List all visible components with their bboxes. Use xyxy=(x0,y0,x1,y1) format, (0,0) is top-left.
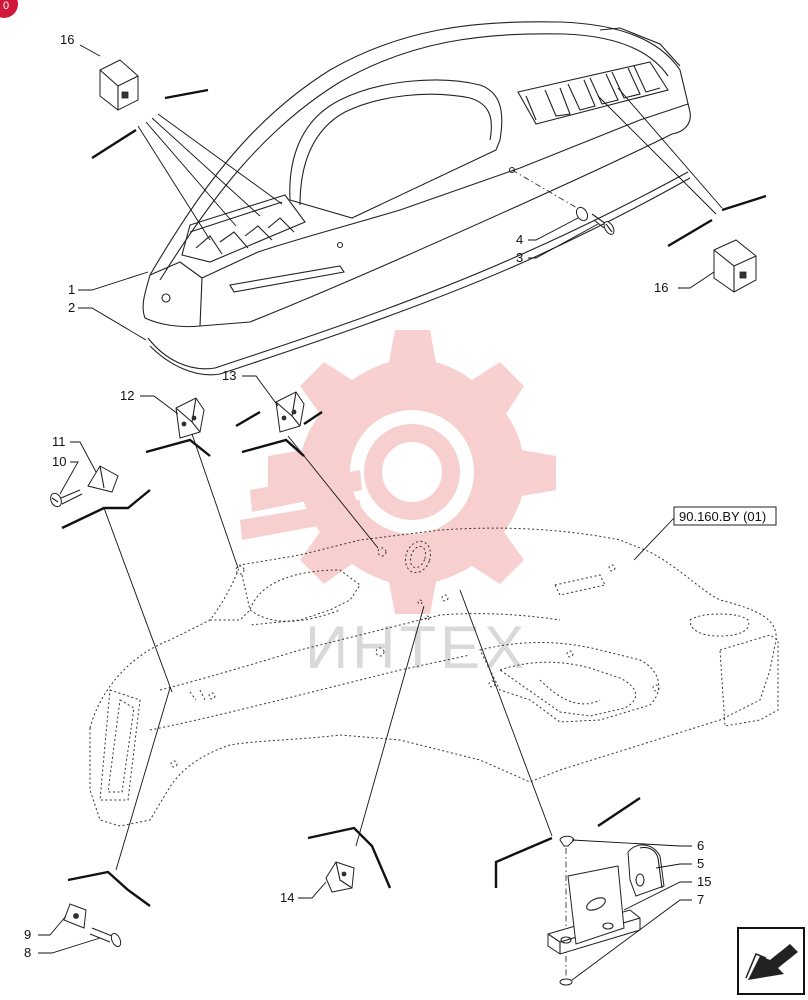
right-switch-block xyxy=(517,61,669,125)
bracket-13 xyxy=(275,391,305,433)
callout-numbers: 16 1 2 4 3 16 12 13 11 10 14 9 8 6 5 15 … xyxy=(24,32,711,960)
callout-16-right: 16 xyxy=(654,280,668,295)
callout-14: 14 xyxy=(280,890,294,905)
hinge-assembly xyxy=(547,835,665,986)
callout-6: 6 xyxy=(697,838,704,853)
reference-leader xyxy=(633,517,675,561)
callout-10: 10 xyxy=(52,454,66,469)
clip-11-screw-10 xyxy=(50,465,119,508)
instrument-panel-cover xyxy=(142,21,691,328)
callout-1: 1 xyxy=(68,282,75,297)
page-marker: 0 xyxy=(0,0,18,18)
screw-3-washer-4 xyxy=(511,169,615,235)
callout-16-top: 16 xyxy=(60,32,74,47)
left-switch-block xyxy=(181,194,306,263)
switch-blank-leaders xyxy=(91,87,767,248)
callout-12: 12 xyxy=(120,388,134,403)
callout-4: 4 xyxy=(516,232,523,247)
callout-2: 2 xyxy=(68,300,75,315)
callout-7: 7 xyxy=(697,892,704,907)
watermark-gear-icon xyxy=(240,330,556,614)
dashboard-support-outline xyxy=(89,527,779,827)
callout-leaders xyxy=(38,44,715,981)
callout-3: 3 xyxy=(516,250,523,265)
bracket-12 xyxy=(175,397,205,439)
switch-blank-16-top xyxy=(99,59,139,111)
callout-13: 13 xyxy=(222,368,236,383)
lower-leader-brackets xyxy=(61,410,641,907)
reference-box-text: 90.160.BY (01) xyxy=(679,509,766,524)
callout-5: 5 xyxy=(697,856,704,871)
back-arrow-icon[interactable] xyxy=(737,927,805,995)
lower-trim-strip xyxy=(147,171,691,376)
switch-blank-16-right xyxy=(713,239,757,293)
callout-15: 15 xyxy=(697,874,711,889)
reference-box: 90.160.BY (01) xyxy=(673,506,777,526)
callout-11: 11 xyxy=(52,434,66,449)
callout-9: 9 xyxy=(24,927,31,942)
clip-9-screw-8 xyxy=(63,903,122,948)
page-marker-text: 0 xyxy=(3,0,9,12)
watermark-text: ИНТЕХ xyxy=(305,614,528,681)
clip-14 xyxy=(325,861,355,893)
callout-8: 8 xyxy=(24,945,31,960)
